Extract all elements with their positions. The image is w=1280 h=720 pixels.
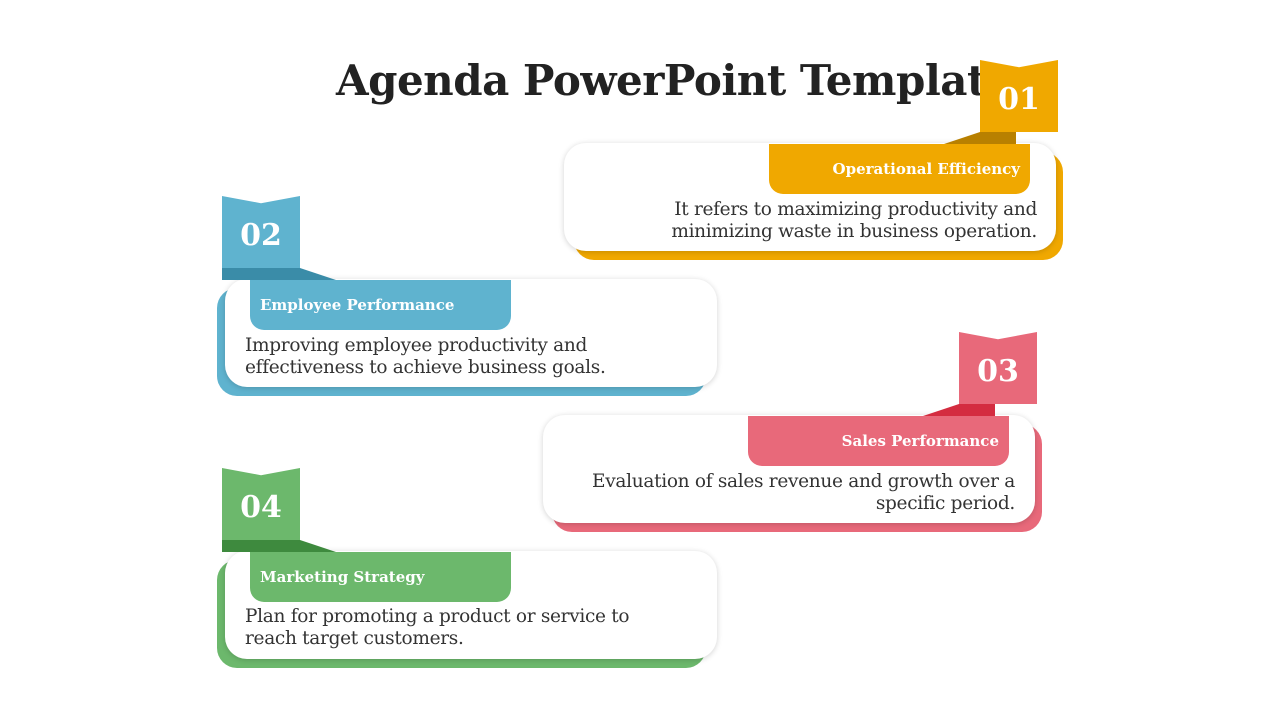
number-badge: 04 <box>222 468 300 540</box>
item-heading: Sales Performance <box>748 416 1009 466</box>
item-heading: Employee Performance <box>250 280 511 330</box>
item-description: Plan for promoting a product or service … <box>245 606 630 649</box>
slide-title: Agenda PowerPoint Template <box>336 56 1013 105</box>
ribbon-fold <box>923 404 995 416</box>
ribbon-fold <box>222 540 336 552</box>
ribbon-fold <box>944 132 1016 144</box>
number-badge: 01 <box>980 60 1058 132</box>
ribbon-fold <box>222 268 336 280</box>
item-description: Improving employee productivity and effe… <box>245 335 606 378</box>
item-description: It refers to maximizing productivity and… <box>671 199 1037 242</box>
item-heading: Operational Efficiency <box>769 144 1030 194</box>
number-badge: 03 <box>959 332 1037 404</box>
item-heading: Marketing Strategy <box>250 552 511 602</box>
item-description: Evaluation of sales revenue and growth o… <box>592 471 1015 514</box>
number-badge: 02 <box>222 196 300 268</box>
